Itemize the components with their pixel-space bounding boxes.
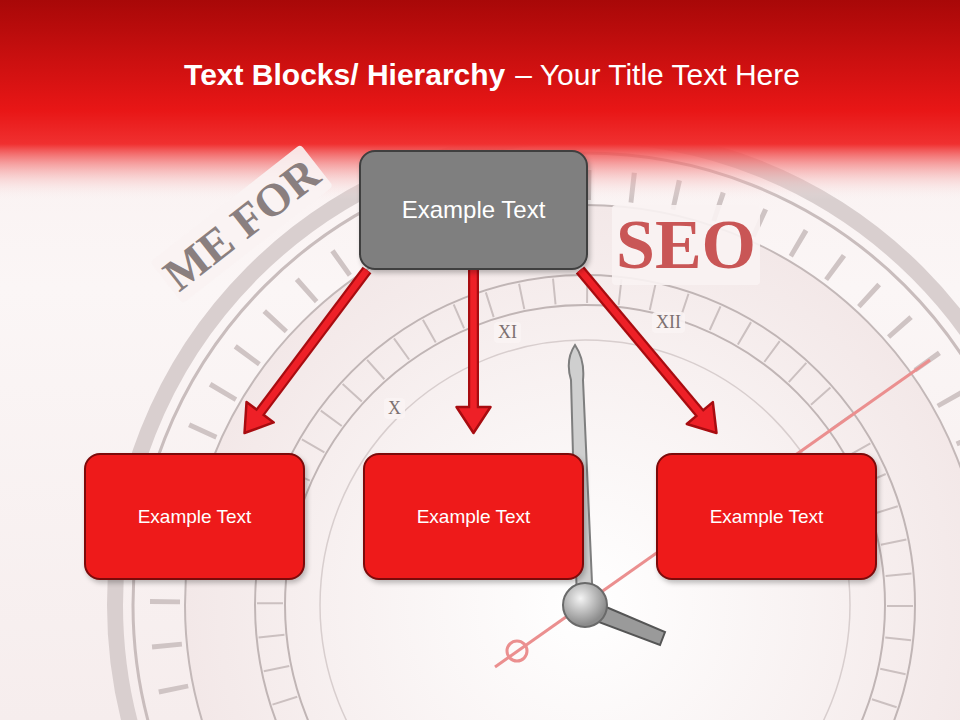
- dial-numeral: XII: [652, 312, 685, 333]
- watermark-text: SEO: [612, 205, 760, 285]
- top-box: Example Text: [359, 150, 588, 270]
- title-bar: Text Blocks/ Hierarchy – Your Title Text …: [0, 0, 960, 150]
- flow-arrow: [457, 270, 491, 433]
- dial-numeral: X: [384, 398, 405, 419]
- box-text: Example Text: [138, 506, 252, 528]
- child-box: Example Text: [656, 453, 877, 580]
- arrow-body: [580, 270, 703, 417]
- slide-title: Text Blocks/ Hierarchy: [184, 58, 505, 92]
- child-box: Example Text: [363, 453, 584, 580]
- box-text: Example Text: [417, 506, 531, 528]
- dial-numeral: XI: [494, 322, 521, 343]
- clock-face: [115, 135, 960, 720]
- flow-arrow: [580, 270, 717, 433]
- flow-arrow: [245, 270, 368, 433]
- arrow-body: [257, 270, 367, 416]
- box-text: Example Text: [402, 196, 546, 224]
- title-subtext: – Your Title Text Here: [515, 58, 800, 92]
- box-text: Example Text: [710, 506, 824, 528]
- child-box: Example Text: [84, 453, 305, 580]
- arrow-body: [470, 270, 477, 412]
